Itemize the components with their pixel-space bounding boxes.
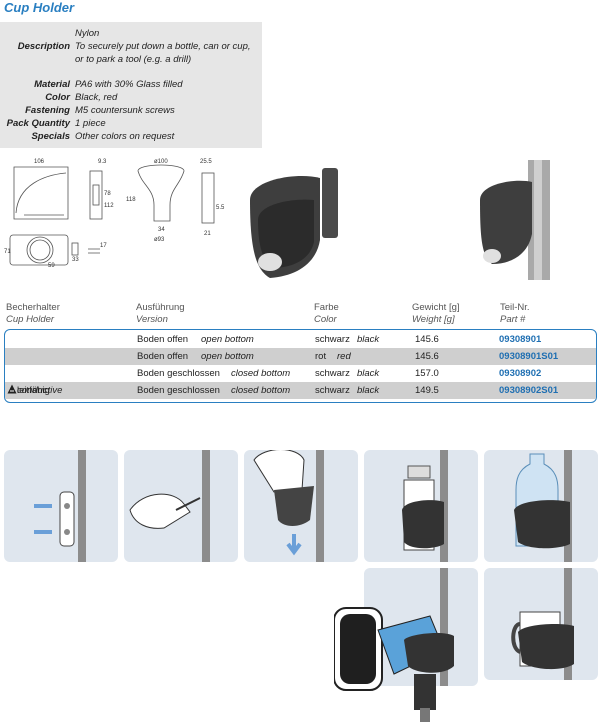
spec-key: Specials [31,131,70,142]
spec-value: or to park a tool (e.g. a drill) [75,54,192,65]
water-bottle-illustration [514,453,570,549]
dim-label: 21 [204,231,211,237]
col-header-weight: Gewicht [g]Weight [g] [412,302,460,325]
spec-value: PA6 with 30% Glass filled [75,79,183,90]
cell-name: leitfähig conductive [7,382,62,399]
spec-value: 1 piece [75,118,106,129]
cell-part-number[interactable]: 09308902S01 [499,385,559,396]
install-step-screws [4,450,118,562]
dim-label: 34 [158,227,165,233]
spec-value: M5 countersunk screws [75,105,175,116]
dim-label: 59 [48,263,55,267]
dim-label: 33 [72,257,79,263]
dim-label: 9.3 [98,159,107,165]
table-row: Boden offen open bottom schwarz black 14… [5,331,596,348]
usage-mug [484,568,598,680]
dim-label: 78 [104,191,111,197]
spec-value: To securely put down a bottle, can or cu… [75,41,251,52]
spray-bottle-illustration [402,465,444,551]
install-step-tighten [124,450,238,562]
usage-bottle [364,450,478,562]
cell-part-number[interactable]: 09308901 [499,334,542,345]
mug-illustration [511,611,574,670]
spec-value: Black, red [75,92,118,103]
dim-label: 112 [104,203,114,209]
cell-part-number[interactable]: 09308901S01 [499,351,559,362]
spec-key: Material [34,79,70,90]
hand-insert-illustration [253,450,314,556]
table-row: Boden geschlossen closed bottom schwarz … [5,365,596,382]
spec-value: Nylon [75,28,100,39]
spec-key: Color [45,92,70,103]
spec-key: Fastening [25,105,70,116]
spec-key: Pack Quantity [6,118,70,129]
drill-illustration [334,607,454,722]
dim-label: 25.5 [200,159,212,165]
dim-label: 71 [4,249,11,255]
parts-table: Boden offen open bottom schwarz black 14… [4,329,597,403]
dim-label: ø93 [154,237,165,243]
usage-water-bottle [484,450,598,562]
cell-weight: 145.6 [415,334,439,345]
product-image-holder [250,168,338,278]
cell-weight: 149.5 [415,385,439,396]
dim-label: 17 [100,243,107,249]
table-row: leitfähig conductive Boden geschlossen c… [5,382,596,399]
table-row: Boden offen open bottom rot red 145.6 09… [5,348,596,365]
spec-value: Other colors on request [75,131,175,142]
spec-box: Nylon Description To securely put down a … [0,22,262,148]
dim-label: ø100 [154,159,168,165]
product-image-on-rail [480,160,550,280]
col-header-part: Teil-Nr.Part # [500,302,530,325]
cell-weight: 145.6 [415,351,439,362]
technical-drawing: 106 9.3 ø100 25.5 78 112 118 5.5 34 ø93 … [4,159,225,267]
screwdriver-hand-illustration [129,493,201,529]
esd-warning-icon [7,384,17,394]
dim-label: 118 [126,197,136,203]
cell-weight: 157.0 [415,368,439,379]
page-title: Cup Holder [4,0,75,15]
usage-step-insert [244,450,358,562]
dim-label: 106 [34,159,45,165]
cell-part-number[interactable]: 09308902 [499,368,542,379]
spec-key: Description [17,41,70,52]
screw-mount-illustration [34,491,75,547]
dim-label: 5.5 [216,205,225,211]
